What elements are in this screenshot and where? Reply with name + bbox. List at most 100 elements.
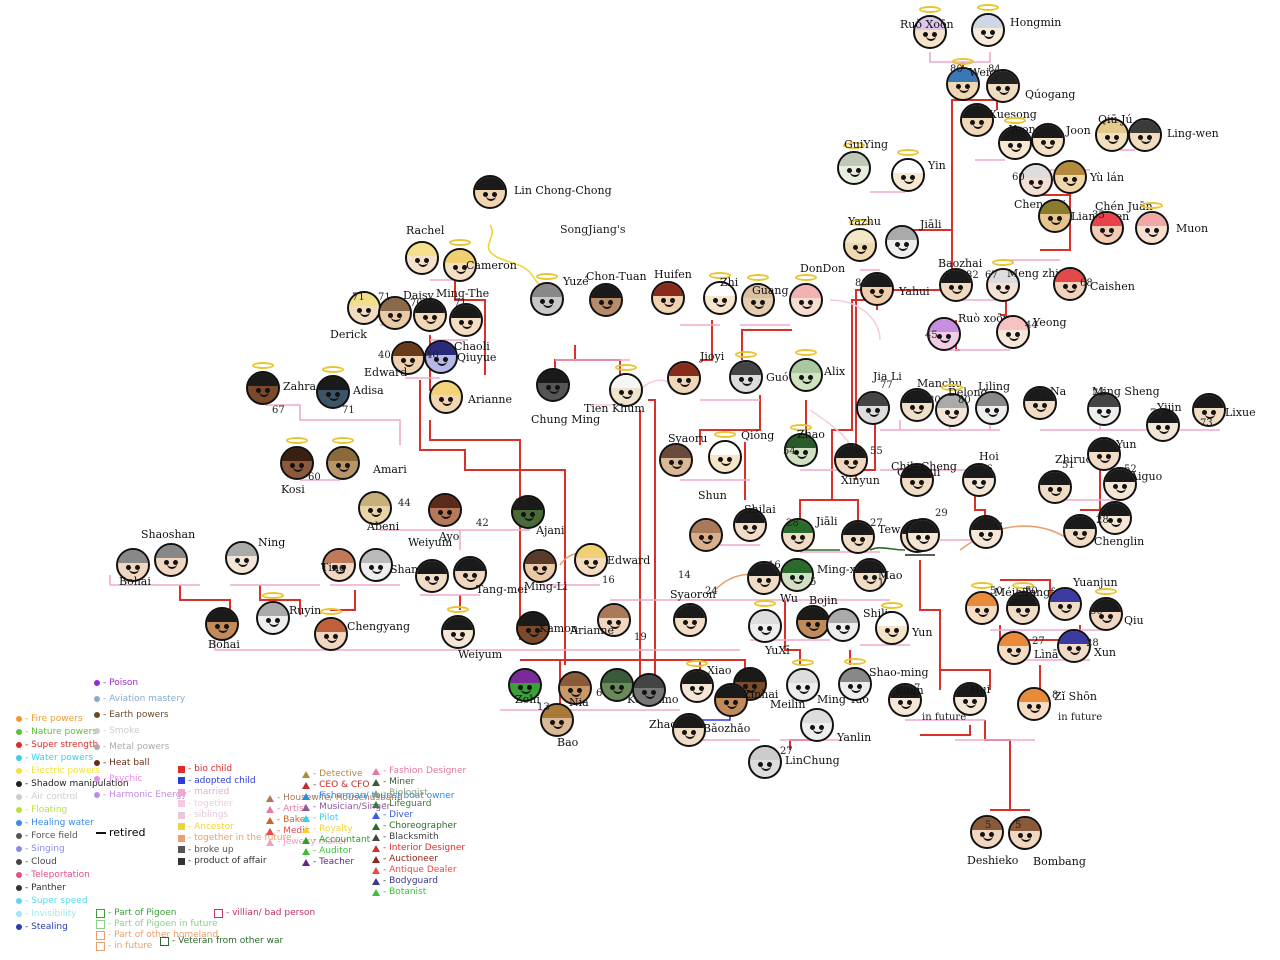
- face-icon: [1019, 163, 1053, 197]
- legend-label: - Blacksmith: [383, 832, 439, 842]
- legend-label: - Veteran from other war: [172, 936, 284, 946]
- person-mingxia: [780, 558, 814, 592]
- person-ajani: [511, 495, 545, 529]
- person-chontuan: [589, 283, 623, 317]
- age-label: 27: [870, 518, 883, 529]
- legend-label: - in future: [108, 941, 153, 951]
- relation-line-red: [648, 399, 656, 680]
- age-label: 16: [768, 560, 781, 571]
- face-icon: [154, 543, 188, 577]
- legend-label: - Harmonic Energy: [103, 790, 187, 800]
- person-na: [1023, 386, 1057, 420]
- halo-icon: [449, 239, 471, 246]
- legend-marker-icon: [178, 811, 185, 819]
- face-icon: [574, 543, 608, 577]
- face-icon: [741, 283, 775, 317]
- relation-line-red: [741, 329, 792, 360]
- face-icon: [589, 283, 623, 317]
- halo-icon: [790, 424, 812, 431]
- halo-icon: [332, 437, 354, 444]
- halo-icon: [320, 608, 342, 615]
- person-xinyun: [834, 443, 868, 477]
- age-label: 80: [958, 395, 971, 406]
- person-chungming: [536, 368, 570, 402]
- person-caishen: [1053, 267, 1087, 301]
- person-baozhao: [672, 713, 706, 747]
- legend-item: - Electric powers: [16, 766, 100, 776]
- legend-label: - Housewife/ Househusband: [277, 793, 403, 803]
- legend-retired: retired: [96, 826, 145, 839]
- person-ruyin: [256, 592, 290, 635]
- face-icon: [680, 669, 714, 703]
- person-name: Zhiruo: [1055, 453, 1093, 466]
- legend-marker-icon: [16, 872, 22, 878]
- person-name: LinChung: [785, 754, 840, 767]
- person-zhiruo: [1038, 470, 1072, 504]
- person-name: Yun: [1116, 438, 1137, 451]
- face-icon: [888, 683, 922, 717]
- relation-line-pink: [880, 420, 1000, 431]
- person-name: Wu: [780, 592, 798, 605]
- age-label: 13: [537, 702, 550, 713]
- person-muon: [1135, 202, 1169, 245]
- person-huifen: [651, 281, 685, 315]
- face-icon: [748, 745, 782, 779]
- person-name: Shilai: [744, 503, 776, 516]
- person-name: Weiyum: [458, 648, 503, 661]
- face-icon: [316, 375, 350, 409]
- face-icon: [1057, 629, 1091, 663]
- legend-label: - Super speed: [25, 896, 88, 906]
- person-yuze: [530, 273, 564, 316]
- person-name: Ruò xoōn: [958, 312, 1011, 325]
- legend-marker-icon: [94, 760, 100, 766]
- face-icon: [314, 617, 348, 651]
- legend-label: - Medic: [277, 826, 310, 836]
- face-icon: [860, 272, 894, 306]
- person-name: Lìnā: [1034, 648, 1059, 661]
- person-chenglin: [1063, 514, 1097, 548]
- legend-label: - Water powers: [25, 753, 94, 763]
- face-icon: [800, 708, 834, 742]
- relation-line-red: [454, 280, 486, 375]
- legend-marker-icon: [266, 827, 274, 835]
- person-kosi: [280, 437, 314, 480]
- face-icon: [913, 15, 947, 49]
- legend-item: - Detective: [302, 769, 362, 779]
- person-name: Hui: [970, 683, 991, 696]
- face-icon: [853, 558, 887, 592]
- age-label: 14: [678, 570, 691, 581]
- person-name: YuXī: [765, 644, 790, 657]
- legend-label: - Antique Dealer: [383, 865, 457, 875]
- legend-marker-icon: [178, 777, 185, 784]
- relation-line-red: [699, 395, 761, 445]
- face-icon: [997, 631, 1031, 665]
- person-name: Alix: [824, 365, 846, 378]
- legend-item: - Healing water: [16, 818, 94, 828]
- face-icon: [1038, 470, 1072, 504]
- person-name: Hoi: [979, 450, 999, 463]
- person-syaoru: [659, 443, 693, 477]
- person-name: Tien Khum: [584, 402, 645, 415]
- legend-label: - Part of other homeland: [108, 930, 219, 940]
- legend-marker-icon: [302, 836, 310, 844]
- age-label: 71: [342, 405, 355, 416]
- person-name: Bombang: [1033, 855, 1086, 868]
- age-label: 5: [810, 577, 817, 588]
- age-label: 16: [602, 575, 615, 586]
- age-label: 73: [1200, 418, 1213, 429]
- legend-marker-icon: [178, 765, 185, 773]
- age-label: 82: [966, 270, 979, 281]
- relation-line-red: [259, 585, 301, 615]
- person-chihcheng: [900, 463, 934, 497]
- legend-item: - Shadow manipulation: [16, 779, 129, 789]
- legend-marker-icon: [94, 744, 100, 750]
- person-quogang: [986, 69, 1020, 103]
- legend-item: - Earth powers: [94, 710, 169, 720]
- age-label: 52: [1124, 464, 1137, 475]
- face-icon: [935, 393, 969, 427]
- person-name: Lin Chong-Chong: [514, 184, 612, 197]
- legend-item: - in future: [96, 941, 152, 951]
- legend-item: - Jewelry maker: [266, 837, 347, 847]
- person-guo: [729, 351, 763, 394]
- person-name: Edward: [364, 366, 408, 379]
